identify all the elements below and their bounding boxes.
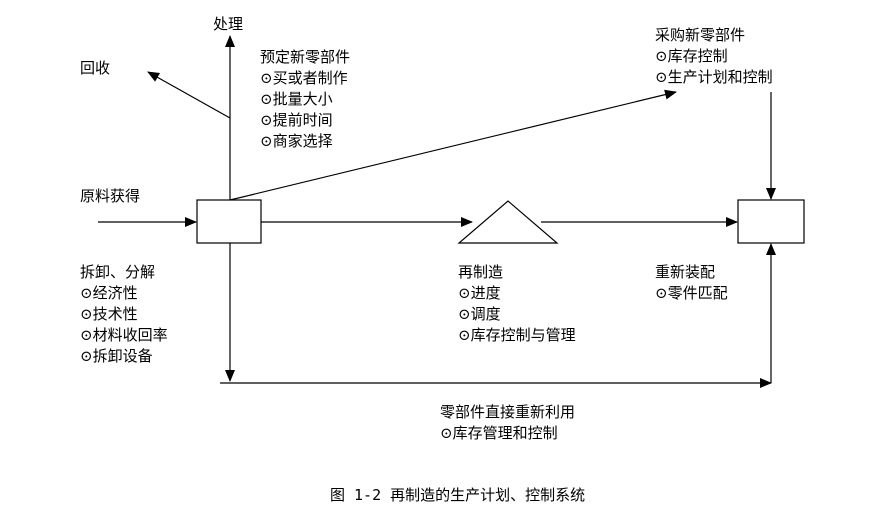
plan-parts-item: ⊙提前时间: [260, 111, 333, 129]
remanufacture-triangle: [457, 200, 559, 244]
disassembly-item: ⊙经济性: [80, 284, 138, 302]
figure-caption: 图 1-2 再制造的生产计划、控制系统: [330, 486, 586, 504]
buy-parts-item: ⊙生产计划和控制: [655, 68, 773, 86]
reassembly-box: [737, 199, 805, 244]
direct-reuse-block: 零部件直接重新利用 ⊙库存管理和控制: [440, 402, 575, 444]
disassembly-block: 拆卸、分解 ⊙经济性 ⊙技术性 ⊙材料收回率 ⊙拆卸设备: [80, 262, 168, 367]
plan-parts-block: 预定新零部件 ⊙买或者制作 ⊙批量大小 ⊙提前时间 ⊙商家选择: [260, 47, 350, 152]
plan-parts-item: ⊙批量大小: [260, 90, 333, 108]
disassembly-item: ⊙技术性: [80, 305, 138, 323]
disassembly-title: 拆卸、分解: [80, 263, 156, 281]
reassembly-block: 重新装配 ⊙零件匹配: [655, 262, 728, 304]
remanufacture-title: 再制造: [458, 263, 504, 281]
recycle-arrow: [147, 71, 231, 119]
disassembly-item: ⊙材料收回率: [80, 326, 168, 344]
direct-reuse-title: 零部件直接重新利用: [440, 403, 576, 421]
plan-parts-item: ⊙商家选择: [260, 132, 333, 150]
buy-parts-item: ⊙库存控制: [655, 47, 728, 65]
raw-material-label: 原料获得: [80, 187, 141, 205]
buy-parts-arrow: [229, 89, 677, 201]
plan-parts-item: ⊙买或者制作: [260, 69, 348, 87]
remanufacture-item: ⊙进度: [458, 284, 501, 302]
plan-parts-title: 预定新零部件: [260, 48, 351, 66]
reassembly-title: 重新装配: [655, 263, 716, 281]
disassembly-box: [196, 199, 262, 244]
reassembly-item: ⊙零件匹配: [655, 284, 728, 302]
disassembly-item: ⊙拆卸设备: [80, 347, 153, 365]
dispose-label: 处理: [213, 15, 244, 33]
remanufacture-item: ⊙库存控制与管理: [458, 326, 576, 344]
remanufacture-block: 再制造 ⊙进度 ⊙调度 ⊙库存控制与管理: [458, 262, 576, 346]
buy-parts-title: 采购新零部件: [655, 26, 746, 44]
remanufacture-item: ⊙调度: [458, 305, 501, 323]
recycle-label: 回收: [80, 59, 111, 77]
buy-parts-block: 采购新零部件 ⊙库存控制 ⊙生产计划和控制: [655, 25, 773, 88]
direct-reuse-item: ⊙库存管理和控制: [440, 424, 558, 442]
